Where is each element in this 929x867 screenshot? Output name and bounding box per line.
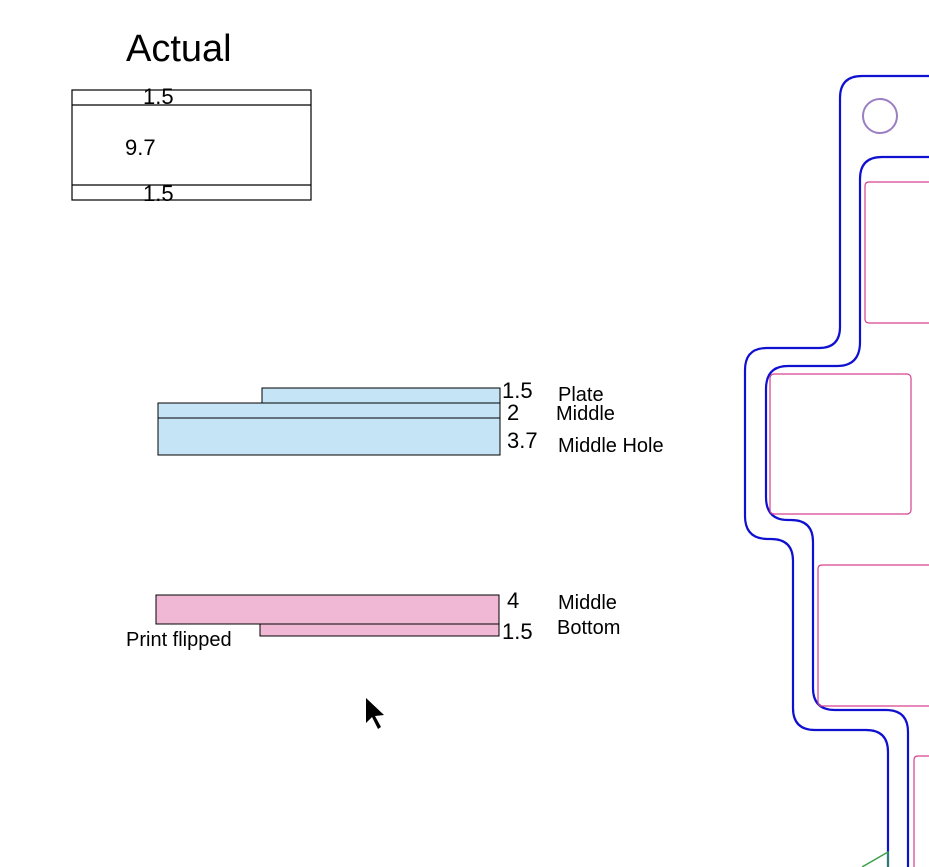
middle-layer (157, 402, 501, 419)
pink-bottom-value: 1.5 (502, 619, 533, 644)
blue-stack-diagram: 1.5 Plate 2 Middle 3.7 Middle Hole (157, 378, 664, 457)
actual-top-layer-label: 1.5 (143, 84, 174, 109)
actual-middle-layer-label: 9.7 (125, 135, 156, 160)
pink-bottom-layer (259, 623, 500, 637)
middle-name: Middle (556, 403, 615, 425)
mount-hole-icon (862, 98, 898, 134)
pink-middle-value: 4 (507, 588, 519, 613)
plate-value: 1.5 (502, 378, 533, 403)
actual-bottom-layer-label: 1.5 (143, 181, 174, 206)
pink-middle-name: Middle (558, 592, 617, 614)
middle-hole-name: Middle Hole (558, 435, 664, 457)
board-outline-drawing (743, 74, 929, 867)
key-cutout-1 (864, 181, 929, 324)
pink-stack-diagram: 4 Middle 1.5 Bottom Print flipped (126, 588, 620, 651)
key-cutout-3 (817, 564, 929, 707)
pink-middle-layer (155, 594, 500, 625)
middle-value: 2 (507, 400, 519, 425)
plate-name: Plate (558, 384, 604, 406)
key-cutout-4 (913, 755, 929, 867)
board-outer-outline (743, 74, 929, 867)
actual-outer-rect (71, 89, 312, 201)
key-cutout-2 (769, 373, 912, 515)
middle-hole-value: 3.7 (507, 428, 538, 453)
middle-hole-layer (157, 417, 501, 456)
pink-bottom-name: Bottom (557, 617, 620, 639)
green-edge-mark (861, 850, 889, 867)
plate-layer (261, 387, 501, 404)
board-inner-outline (764, 155, 929, 867)
actual-stack-diagram: Actual 1.5 9.7 1.5 (71, 28, 312, 206)
arrow-cursor-icon (366, 698, 384, 729)
print-flipped-note: Print flipped (126, 629, 232, 651)
actual-title: Actual (126, 28, 232, 70)
